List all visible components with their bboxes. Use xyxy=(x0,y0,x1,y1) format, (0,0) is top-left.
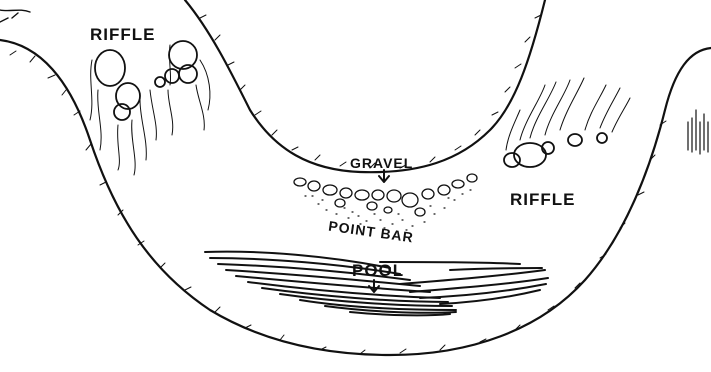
left-riffle-ripples xyxy=(90,45,210,175)
left-riffle-boulders xyxy=(95,41,197,120)
label-point-bar: POINT BAR xyxy=(327,218,414,246)
label-riffle-right: RIFFLE xyxy=(510,190,576,209)
label-riffle-left: RIFFLE xyxy=(90,25,156,44)
inner-bank-line xyxy=(185,0,545,172)
right-vegetation xyxy=(688,110,708,154)
label-gravel: GRAVEL xyxy=(350,155,413,171)
inner-bank-texture xyxy=(200,15,541,168)
label-pool: POOL xyxy=(352,261,404,280)
left-bank-fragment xyxy=(0,10,30,22)
right-riffle-boulders xyxy=(504,133,607,167)
